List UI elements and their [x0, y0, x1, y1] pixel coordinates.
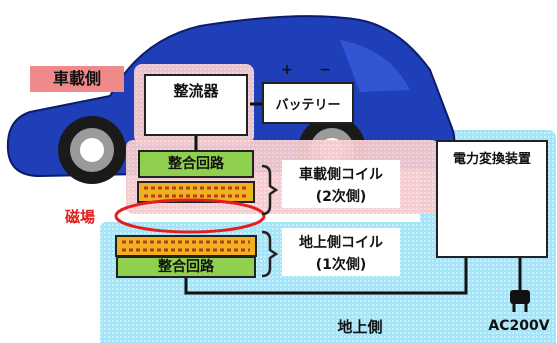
battery-minus-terminal: −	[319, 62, 331, 78]
ground-coil-winding	[122, 240, 250, 252]
battery-plus-terminal: +	[281, 62, 293, 78]
magnetic-field-ellipse	[114, 198, 266, 234]
ground-coil-brace	[261, 230, 279, 278]
battery-label: バッテリー	[275, 98, 341, 113]
power-converter-label: 電力変換装置	[452, 152, 531, 167]
ground-coil	[115, 235, 257, 257]
ground-coil-label-box	[282, 228, 400, 276]
vehicle-matching-circuit: 整合回路	[138, 150, 254, 178]
wire-ground-converter	[184, 258, 468, 295]
ground-matching-circuit: 整合回路	[116, 256, 256, 278]
rectifier-box	[144, 74, 248, 136]
vehicle-coil-winding	[144, 186, 248, 198]
ac-source-label: AC200V	[488, 318, 550, 334]
car-window	[340, 40, 410, 92]
rectifier-label: 整流器	[173, 82, 219, 100]
vehicle-coil-label-box	[282, 160, 400, 208]
vehicle-side-label: 車載側	[30, 66, 124, 92]
magnetic-field-label: 磁場	[64, 208, 95, 226]
battery-box	[262, 82, 354, 124]
vehicle-coil-brace	[261, 164, 279, 216]
front-wheel	[58, 116, 126, 184]
ground-coil-label-line1: 地上側コイル	[299, 235, 383, 251]
ground-side-label: 地上側	[337, 318, 383, 336]
ground-coil-label-line2: (1次側)	[315, 257, 367, 273]
plug-icon	[510, 290, 530, 312]
vehicle-coil-label-line1: 車載側コイル	[299, 167, 383, 183]
vehicle-coil-label-line2: (2次側)	[315, 189, 367, 205]
power-converter-box	[436, 140, 548, 258]
